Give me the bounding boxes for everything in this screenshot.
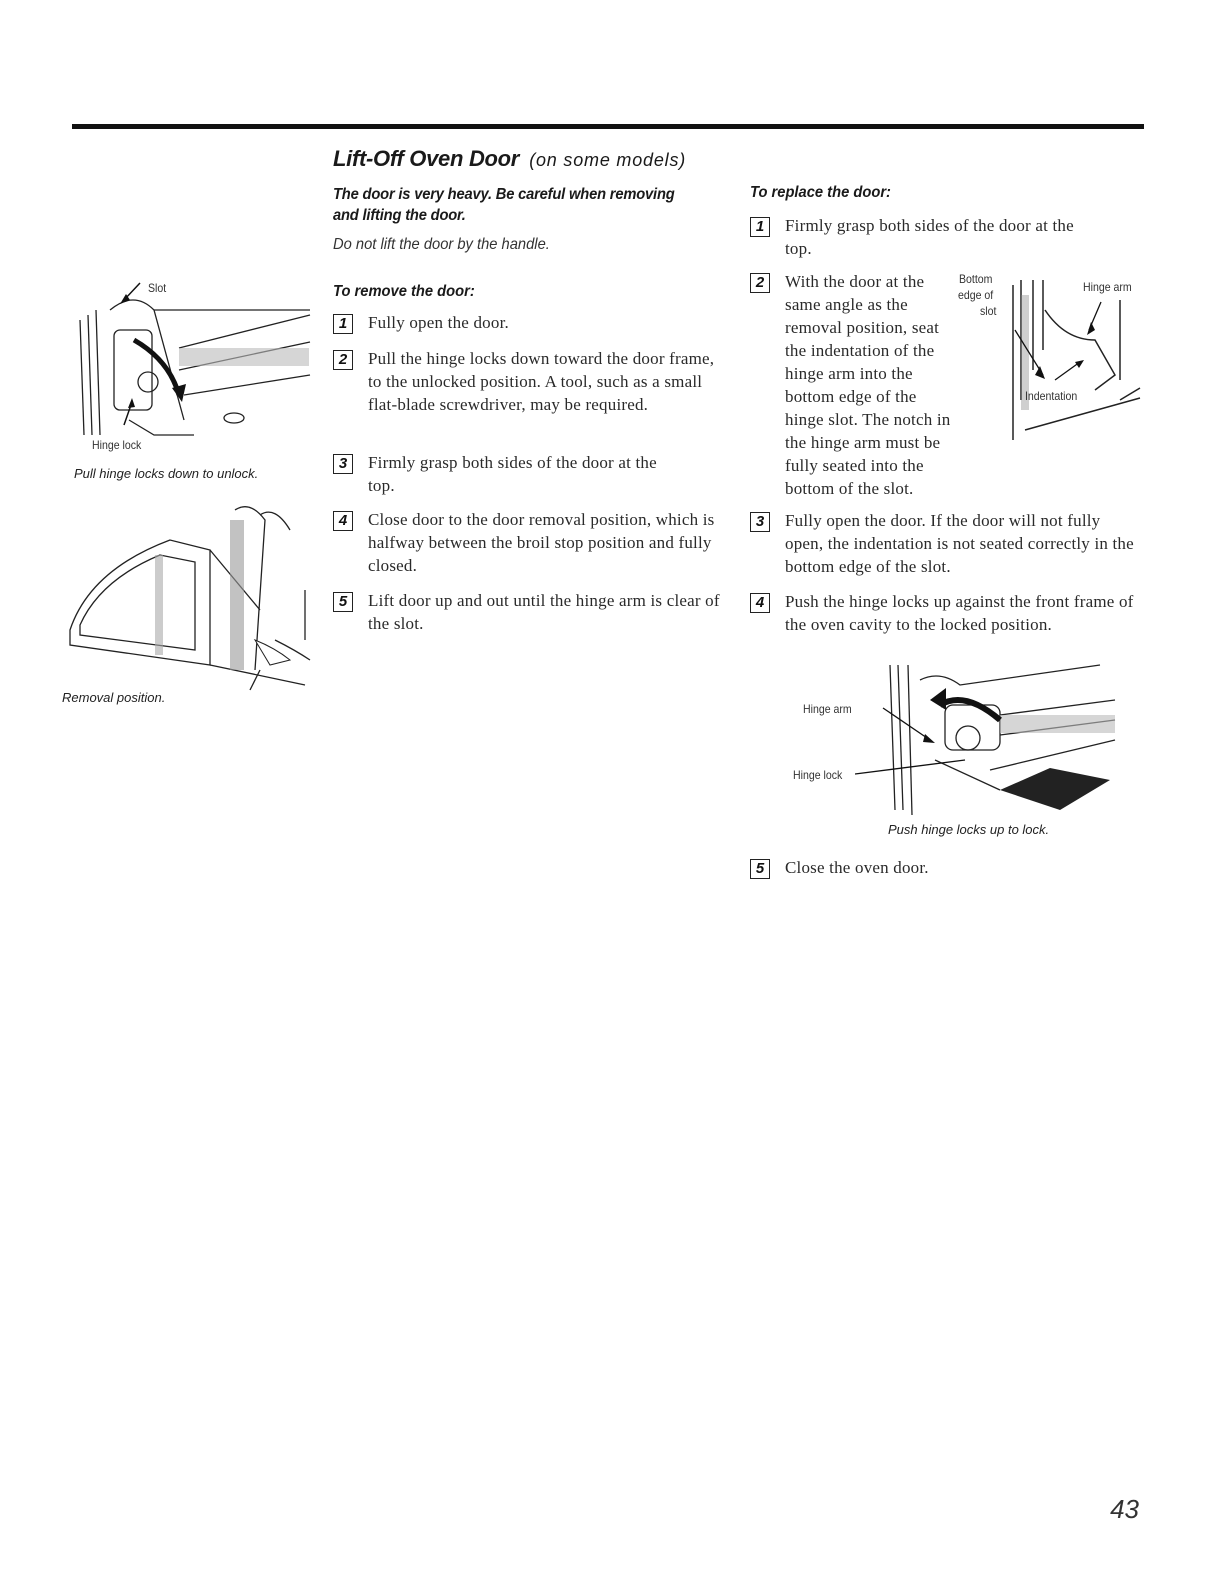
hinge-lock-label: Hinge lock bbox=[92, 438, 142, 452]
step-number: 3 bbox=[750, 512, 770, 532]
title-qualifier: (on some models) bbox=[529, 150, 687, 170]
slot-label: slot bbox=[980, 304, 997, 318]
hinge-lock-label: Hinge lock bbox=[793, 768, 843, 782]
step-text: Close the oven door. bbox=[785, 858, 929, 877]
step-number: 5 bbox=[750, 859, 770, 879]
bottom-label: Bottom bbox=[959, 272, 993, 286]
step-text: Lift door up and out until the hinge arm… bbox=[368, 591, 720, 633]
remove-heading: To remove the door: bbox=[333, 283, 475, 300]
step-text-part: With the door at the same angle as the r… bbox=[785, 272, 951, 498]
handle-note: Do not lift the door by the handle. bbox=[333, 236, 550, 253]
step-text: Close door to the door removal position,… bbox=[368, 510, 715, 575]
hinge-unlock-illustration bbox=[79, 282, 311, 436]
replace-heading: To replace the door: bbox=[750, 184, 891, 201]
hinge-lock-illustration bbox=[889, 664, 1116, 816]
step-text: Firmly grasp both sides of the door at t… bbox=[785, 216, 1074, 258]
hinge-seat-illustration bbox=[1012, 280, 1141, 440]
label-leader-lines bbox=[855, 707, 966, 775]
step-number: 1 bbox=[333, 314, 353, 334]
hinge-arm-label: Hinge arm bbox=[1083, 280, 1132, 294]
removal-position-illustration bbox=[69, 506, 311, 691]
step-number: 2 bbox=[750, 273, 770, 293]
step-number: 1 bbox=[750, 217, 770, 237]
lock-caption: Push hinge locks up to lock. bbox=[888, 822, 1050, 837]
warning-text: The door is very heavy. Be careful when … bbox=[333, 186, 675, 224]
top-rule bbox=[72, 124, 1144, 129]
step-number: 4 bbox=[333, 511, 353, 531]
step-text: Fully open the door. bbox=[368, 313, 509, 332]
step-text: With the door at the same angle as the r… bbox=[785, 270, 955, 500]
unlock-caption: Pull hinge locks down to unlock. bbox=[74, 466, 259, 481]
slot-label: Slot bbox=[148, 281, 167, 295]
page-title: Lift-Off Oven Door bbox=[333, 146, 520, 171]
step-number: 5 bbox=[333, 592, 353, 612]
step-number: 2 bbox=[333, 350, 353, 370]
edge-of-label: edge of bbox=[958, 288, 994, 302]
indentation-label: Indentation bbox=[1025, 389, 1078, 403]
hinge-arm-label: Hinge arm bbox=[803, 702, 852, 716]
removal-caption: Removal position. bbox=[62, 690, 166, 705]
step-number: 3 bbox=[333, 454, 353, 474]
step-number: 4 bbox=[750, 593, 770, 613]
page-number: 43 bbox=[1110, 1494, 1139, 1524]
section-heading: Lift-Off Oven Door (on some models) bbox=[333, 146, 686, 172]
step-text: Firmly grasp both sides of the door at t… bbox=[368, 453, 657, 495]
step-text: Fully open the door. If the door will no… bbox=[785, 511, 1134, 576]
step-text: Push the hinge locks up against the fron… bbox=[785, 592, 1134, 634]
step-text: Pull the hinge locks down toward the doo… bbox=[368, 349, 715, 414]
